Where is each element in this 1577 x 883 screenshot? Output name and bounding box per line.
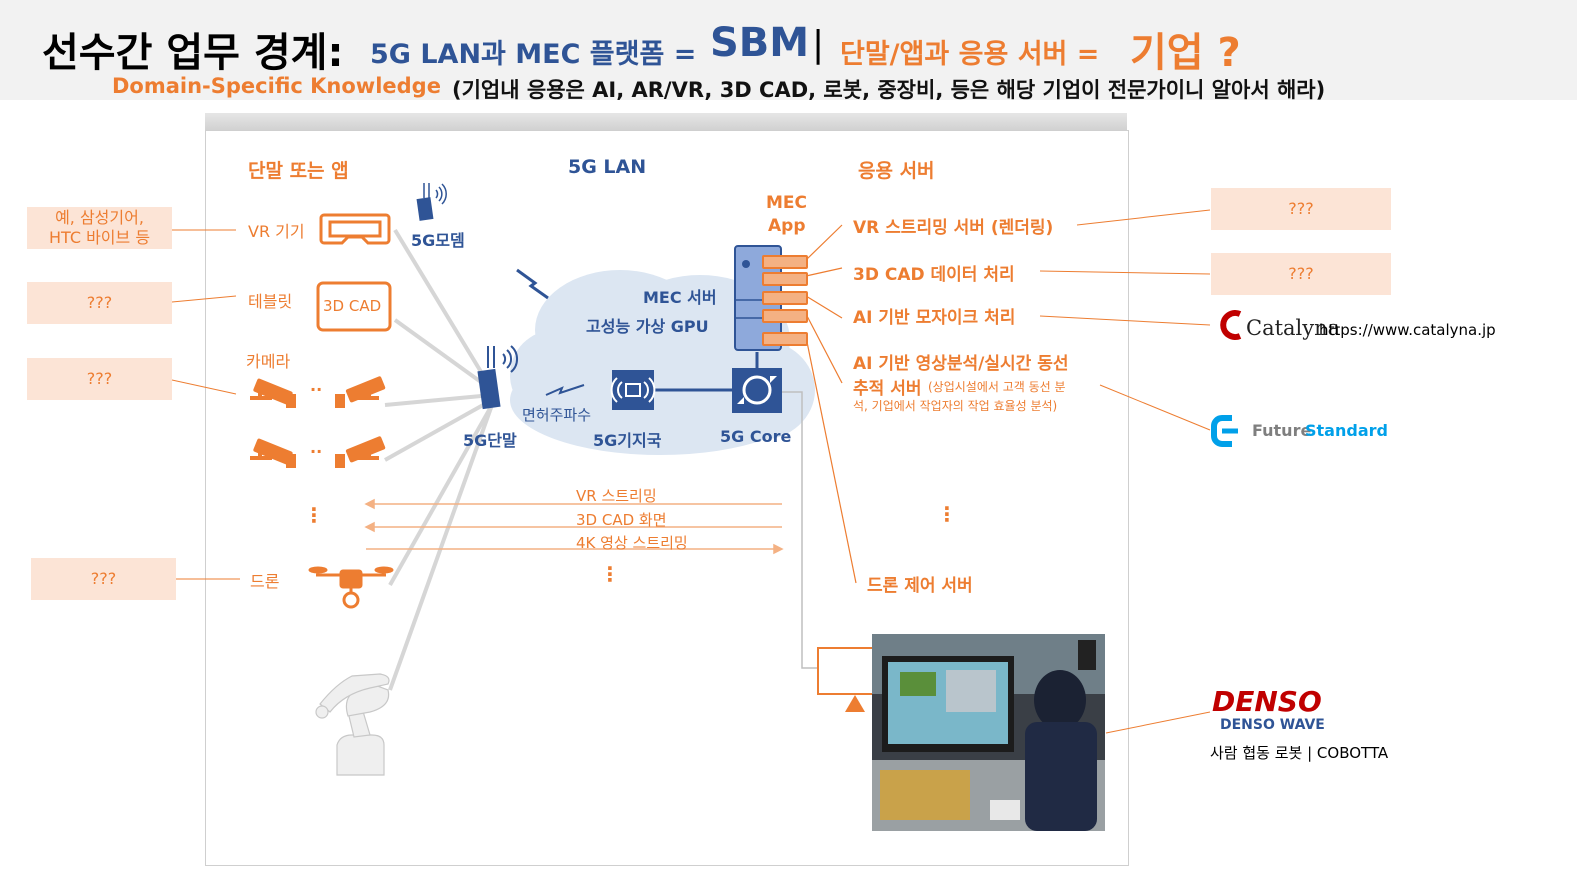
base-station-icon	[610, 370, 656, 410]
mec-app-chip	[762, 309, 808, 323]
title-enterprise: 기업 ?	[1130, 30, 1241, 76]
flows-more-dots: ⋮	[600, 562, 620, 586]
subtitle-explanation: (기업내 응용은 AI, AR/VR, 3D CAD, 로봇, 중장비, 등은 …	[452, 78, 1326, 102]
denso-wave-logo: DENSO WAVE	[1220, 717, 1325, 733]
device-vr-label: VR 기기	[248, 222, 305, 241]
server-drone-label: 드론 제어 서버	[867, 576, 973, 596]
5g-terminal-icon	[477, 345, 518, 410]
cad-tablet-icon	[316, 281, 392, 332]
frame-top-bar	[205, 113, 1127, 131]
column-devices: 단말 또는 앱	[248, 160, 349, 182]
flow-4k-label: 4K 영상 스트리밍	[576, 534, 688, 552]
devices-more-dots: ⋮	[304, 503, 324, 527]
flow-vr-label: VR 스트리밍	[576, 487, 657, 505]
licensed-frequency-label: 면허주파수	[522, 406, 592, 424]
vr-example-line-1: 예, 삼성기어,	[55, 208, 144, 227]
company-leaders	[171, 209, 1211, 734]
terminal-links	[384, 228, 494, 691]
mec-app-chip	[762, 332, 808, 346]
denso-logo: DENSO	[1212, 685, 1322, 718]
flow-arrows	[364, 498, 784, 555]
title-device-app: 단말/앱과 응용 서버 =	[840, 39, 1100, 70]
drone-icon	[308, 566, 394, 609]
futurestandard-logo-b: Standard	[1305, 421, 1388, 440]
mec-app-label-2: App	[768, 216, 806, 236]
gpu-label: 고성능 가상 GPU	[586, 317, 709, 336]
server-leaders	[805, 224, 857, 584]
cad-server-unknown-box: ???	[1211, 253, 1391, 295]
page-title: 선수간 업무 경계:	[42, 30, 344, 76]
robot-pointer-icon	[845, 695, 865, 712]
column-servers: 응용 서버	[858, 160, 935, 182]
5g-terminal-label: 5G단말	[463, 431, 517, 450]
futurestandard-logo-icon	[1211, 415, 1238, 447]
vr-server-unknown-box: ???	[1211, 188, 1391, 230]
mec-server-label: MEC 서버	[643, 288, 717, 307]
vr-example-line-2: HTC 바이브 등	[48, 228, 151, 247]
catalyna-logo-icon	[1220, 310, 1242, 340]
camera-dots: ··	[310, 380, 323, 399]
mec-app-chip	[762, 255, 808, 269]
mec-app-chip	[762, 272, 808, 286]
server-cad-label: 3D CAD 데이터 처리	[853, 265, 1015, 285]
catalyna-logo: Catalyna	[1246, 316, 1341, 340]
base-station-label: 5G기지국	[593, 431, 662, 450]
camera-unknown-box: ???	[27, 358, 172, 400]
device-camera-label: 카메라	[246, 352, 291, 371]
licensed-bolt-icon	[545, 384, 585, 396]
server-mosaic-label: AI 기반 모자이크 처리	[853, 308, 1016, 328]
subtitle-domain: Domain-Specific Knowledge	[112, 74, 441, 98]
futurestandard-logo-a: Future	[1252, 421, 1312, 440]
core-robot-link	[782, 391, 818, 669]
cad-badge-label: 3D CAD	[323, 297, 382, 315]
device-drone-label: 드론	[250, 572, 280, 591]
servers-more-dots: ⋮	[937, 502, 957, 526]
server-video-label-1: AI 기반 영상분석/실시간 동선	[853, 354, 1069, 374]
device-tablet-label: 테블릿	[248, 292, 293, 311]
catalyna-url[interactable]: https://www.catalyna.jp	[1319, 321, 1496, 339]
bolt-icon	[516, 268, 549, 300]
camera-icon	[250, 376, 386, 468]
factory-photo	[872, 634, 1105, 831]
tablet-unknown-box: ???	[27, 282, 172, 324]
title-separator: |	[812, 24, 825, 65]
server-video-label-2: 추적 서버	[853, 379, 922, 399]
5g-core-icon	[732, 368, 782, 413]
5g-modem-label: 5G모뎀	[411, 231, 465, 250]
5g-modem-icon	[416, 183, 447, 221]
denso-caption: 사람 협동 로봇 | COBOTTA	[1210, 744, 1389, 762]
camera-dots: ··	[310, 442, 323, 461]
header-band	[0, 0, 1577, 100]
server-video-note-2: 석, 기업에서 작업자의 작업 효율성 분석)	[853, 399, 1058, 413]
vr-example-box: 예, 삼성기어, HTC 바이브 등	[27, 207, 172, 249]
server-video-note-1: (상업시설에서 고객 동선 분	[928, 380, 1066, 394]
column-5g-lan: 5G LAN	[568, 156, 647, 178]
mec-app-chip	[762, 291, 808, 305]
5g-core-label: 5G Core	[720, 427, 792, 446]
robot-arm-icon	[315, 673, 390, 776]
vr-headset-icon	[319, 213, 391, 245]
drone-unknown-box: ???	[31, 558, 176, 600]
flow-cad-label: 3D CAD 화면	[576, 511, 667, 529]
title-sbm: SBM	[710, 20, 810, 66]
server-vr-label: VR 스트리밍 서버 (렌더링)	[853, 218, 1054, 238]
title-5g-lan: 5G LAN과 MEC 플랫폼 =	[370, 39, 697, 70]
mec-app-label-1: MEC	[766, 193, 808, 213]
